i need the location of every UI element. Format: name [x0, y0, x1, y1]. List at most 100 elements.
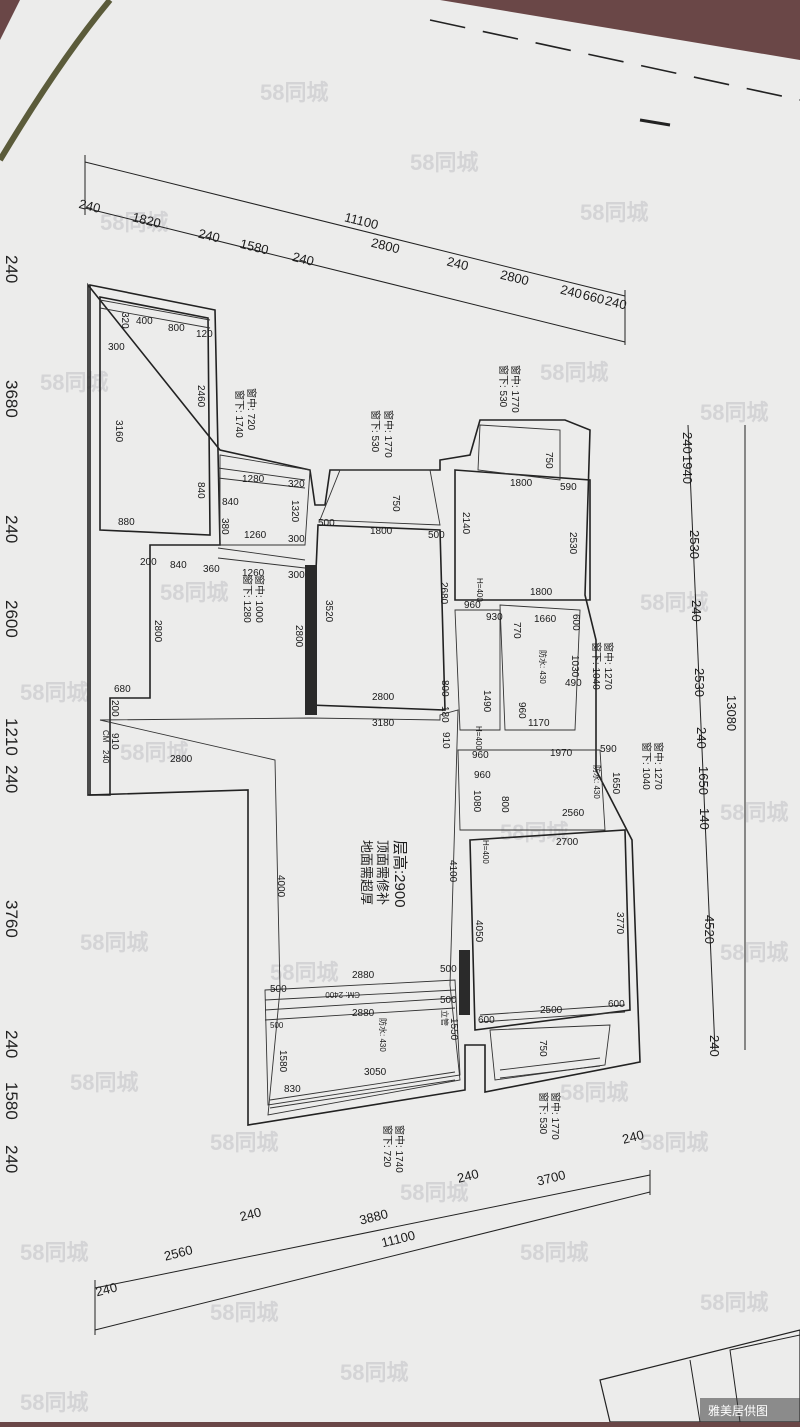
- svg-text:800: 800: [439, 680, 450, 697]
- svg-text:H=400: H=400: [474, 726, 483, 750]
- dim-label: 2600: [2, 600, 21, 638]
- svg-text:4000: 4000: [275, 875, 286, 898]
- svg-text:490: 490: [565, 678, 582, 689]
- dim-label: 2800: [370, 235, 402, 257]
- svg-text:960: 960: [464, 600, 481, 611]
- svg-text:1080: 1080: [471, 790, 482, 813]
- window-note: 窗中: 1270: [602, 642, 615, 690]
- watermark-text: 58同城: [160, 580, 228, 605]
- svg-text:840: 840: [170, 560, 187, 571]
- inner-dims-right: 750 500 1800 500 3520 2800 2800 3180 750…: [270, 452, 625, 1095]
- dim-label: 240: [2, 515, 21, 543]
- svg-text:1970: 1970: [550, 748, 573, 759]
- window-note: 窗下: 1040: [640, 742, 653, 790]
- svg-text:2800: 2800: [170, 754, 193, 765]
- svg-text:360: 360: [203, 564, 220, 575]
- dim-label: 240: [559, 282, 584, 302]
- left-dimensions: 240 3680 240 2600 1210 240 3760 240 1580…: [2, 255, 21, 1173]
- svg-text:750: 750: [390, 495, 401, 512]
- svg-text:910: 910: [109, 733, 120, 750]
- svg-text:3160: 3160: [113, 420, 124, 443]
- dim-label: 240: [77, 196, 102, 216]
- window-note: 窗中: 1770: [382, 410, 395, 458]
- corner-watermark-bg: [700, 1398, 800, 1422]
- svg-text:830: 830: [284, 1084, 301, 1095]
- right-dimensions: 13080 240 1940 2530 240 2530 240 1650 14…: [680, 424, 746, 1057]
- svg-text:400: 400: [136, 316, 153, 327]
- svg-text:2880: 2880: [352, 970, 375, 981]
- svg-text:防水: 430: 防水: 430: [592, 765, 602, 799]
- dim-label: 240: [680, 432, 695, 454]
- svg-text:1650: 1650: [610, 772, 621, 795]
- svg-text:2560: 2560: [562, 808, 585, 819]
- watermark-text: 58同城: [260, 80, 328, 105]
- dim-label: 3700: [535, 1167, 567, 1189]
- window-note: 窗下: 720: [381, 1125, 394, 1168]
- dim-label: 240: [197, 226, 222, 246]
- dim-label: 3680: [2, 380, 21, 418]
- dim-label: 240: [604, 293, 629, 313]
- svg-text:320: 320: [119, 312, 130, 329]
- svg-text:680: 680: [114, 684, 131, 695]
- watermark-text: 58同城: [120, 740, 188, 765]
- svg-text:4050: 4050: [473, 920, 484, 943]
- svg-text:240: 240: [101, 750, 110, 764]
- svg-text:320: 320: [288, 479, 305, 490]
- svg-text:3180: 3180: [372, 718, 395, 729]
- svg-text:1490: 1490: [481, 690, 492, 713]
- inner-dims-left: 320 400 800 120 300 2460 3160 840 840 38…: [101, 312, 305, 765]
- corner-watermark: 雅美居供图: [708, 1403, 768, 1418]
- watermark-text: 58同城: [540, 360, 608, 385]
- dim-label: 660: [581, 287, 606, 307]
- svg-text:120: 120: [196, 329, 213, 340]
- dim-label: 240: [2, 1030, 21, 1058]
- watermark-text: 58同城: [20, 1390, 88, 1415]
- border-mark: [639, 118, 671, 127]
- svg-text:750: 750: [543, 452, 554, 469]
- svg-text:防水: 430: 防水: 430: [538, 650, 548, 684]
- svg-text:H=400: H=400: [475, 578, 484, 602]
- watermarks: 58同城 58同城 58同城 58同城 58同城 58同城 58同城 58同城 …: [20, 80, 788, 1415]
- svg-text:300: 300: [288, 570, 305, 581]
- watermark-text: 58同城: [340, 1360, 408, 1385]
- ceiling-note: 顶面需修补: [375, 840, 390, 905]
- svg-text:180: 180: [439, 706, 450, 723]
- svg-text:3770: 3770: [614, 912, 625, 935]
- dim-label: 1580: [238, 236, 270, 258]
- watermark-text: 58同城: [70, 1070, 138, 1095]
- watermark-text: 58同城: [640, 1130, 708, 1155]
- watermark-text: 58同城: [580, 200, 648, 225]
- window-note: 窗中: 1000: [253, 575, 266, 623]
- dim-label: 2800: [499, 267, 531, 289]
- svg-text:1260: 1260: [242, 568, 265, 579]
- watermark-text: 58同城: [270, 960, 338, 985]
- svg-text:1280: 1280: [242, 474, 265, 485]
- dim-label: 1650: [696, 766, 711, 795]
- watermark-text: 58同城: [500, 820, 568, 845]
- svg-text:930: 930: [486, 612, 503, 623]
- sheet-border: [429, 19, 800, 101]
- svg-text:200: 200: [140, 557, 157, 568]
- watermark-text: 58同城: [210, 1130, 278, 1155]
- watermark-text: 58同城: [20, 680, 88, 705]
- dim-label: 13080: [724, 695, 739, 731]
- svg-text:880: 880: [118, 517, 135, 528]
- svg-text:2700: 2700: [556, 837, 579, 848]
- binder-edge: [0, 0, 113, 162]
- dim-label: 1210: [2, 718, 21, 756]
- svg-text:3050: 3050: [364, 1067, 387, 1078]
- svg-text:800: 800: [168, 323, 185, 334]
- dim-label: 1820: [131, 209, 163, 231]
- ceiling-notes: 层高:2900 顶面需修补 地面需超厚: [359, 840, 408, 908]
- watermark-text: 58同城: [410, 150, 478, 175]
- svg-text:380: 380: [219, 518, 230, 535]
- dim-label: 240: [94, 1279, 119, 1299]
- dim-label: 240: [456, 1166, 481, 1186]
- svg-text:2500: 2500: [540, 1005, 563, 1016]
- window-note: 窗中: 1740: [393, 1125, 406, 1173]
- window-notes: 窗中: 720 窗下: 1740 窗中: 1770 窗下: 530 窗中: 17…: [233, 365, 665, 1173]
- floor-note: 地面需超厚: [359, 840, 374, 905]
- svg-text:960: 960: [516, 702, 527, 719]
- svg-text:600: 600: [478, 1015, 495, 1026]
